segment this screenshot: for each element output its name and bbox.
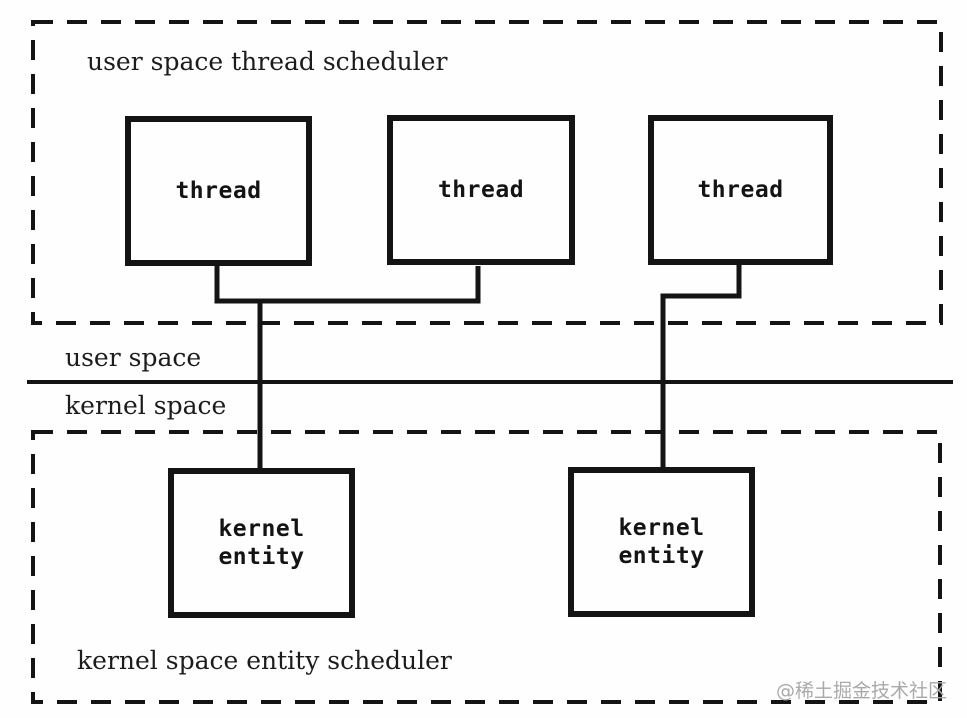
kernel-region-dashed-border bbox=[31, 430, 942, 704]
kernel-space-label: kernel space bbox=[65, 391, 227, 420]
thread1-thread2-merge-connector bbox=[214, 266, 481, 304]
user-region-title: user space thread scheduler bbox=[87, 47, 448, 76]
kernel-region-title: kernel space entity scheduler bbox=[77, 646, 452, 675]
thread3-to-kernel-entity-2-connector bbox=[660, 264, 742, 469]
thread-box-3: thread bbox=[648, 115, 833, 265]
thread-box-3-label: thread bbox=[697, 177, 784, 203]
juejin-watermark: @稀土掘金技术社区 bbox=[775, 680, 947, 702]
kernel-entity-box-2-label: kernel entity bbox=[618, 515, 705, 569]
user-space-label: user space bbox=[65, 343, 202, 372]
thread-box-1: thread bbox=[125, 116, 312, 266]
kernel-entity-box-1-label: kernel entity bbox=[218, 516, 305, 570]
thread-box-1-label: thread bbox=[175, 178, 262, 204]
kernel-entity-box-2: kernel entity bbox=[568, 467, 755, 617]
thread-box-2-label: thread bbox=[437, 177, 525, 203]
user-region-dashed-border bbox=[31, 20, 943, 325]
thread-box-2: thread bbox=[387, 115, 575, 265]
kernel-entity-box-1: kernel entity bbox=[168, 468, 355, 618]
